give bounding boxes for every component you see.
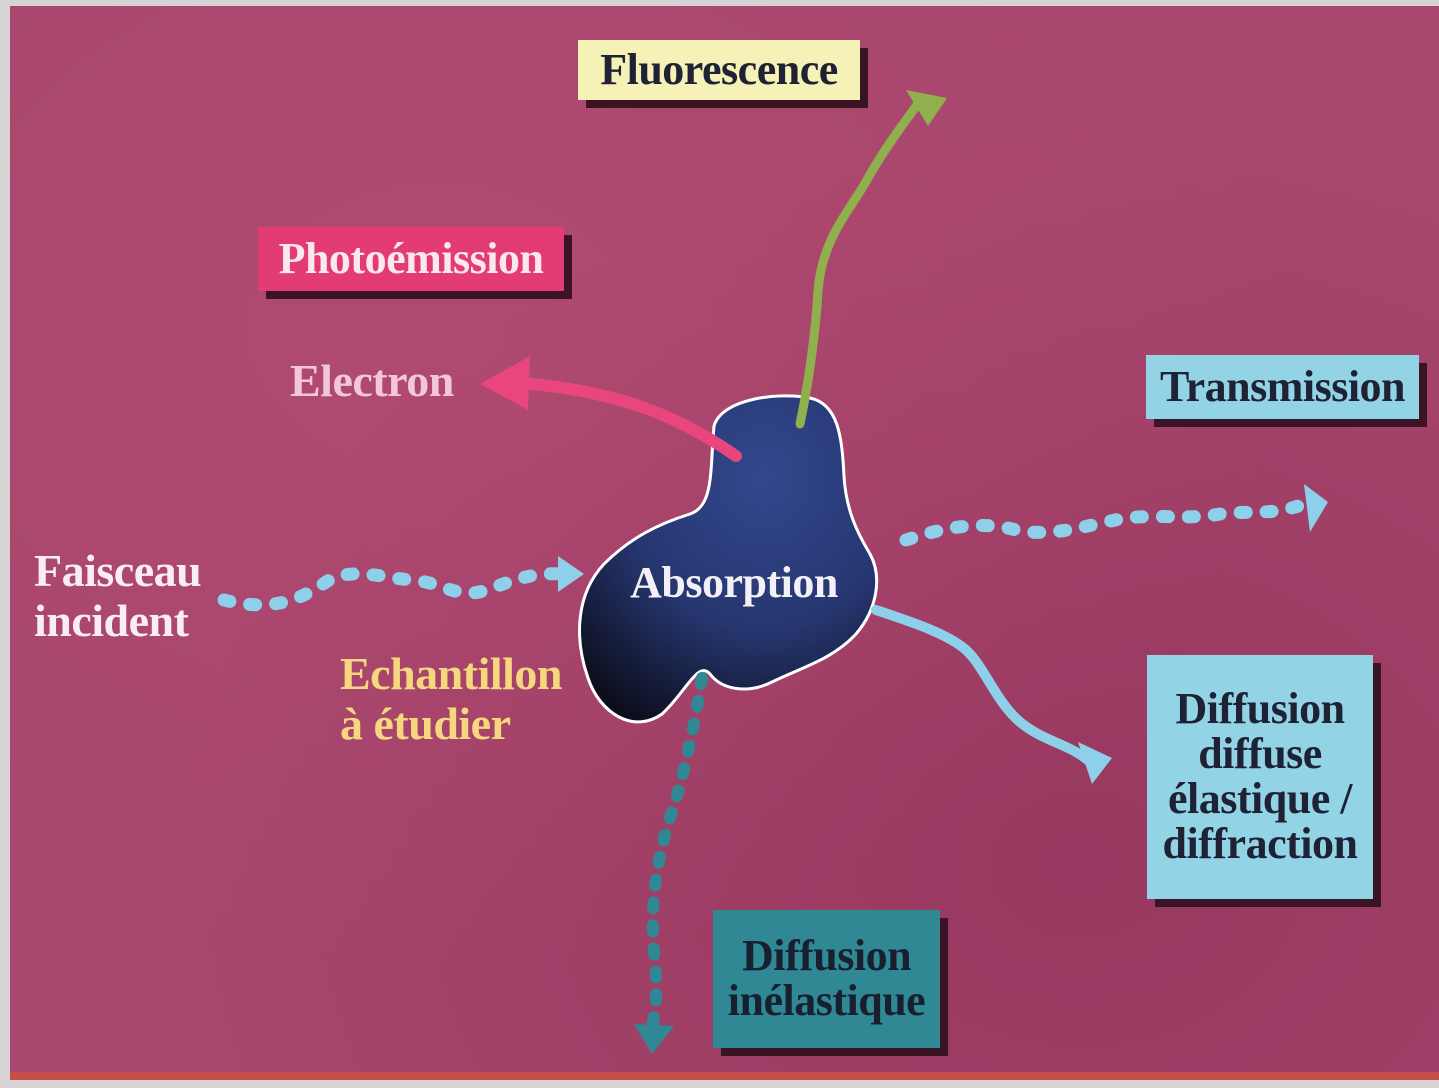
diffusion-elastique-line-1: Diffusion [1147, 687, 1373, 732]
transmission-label: Transmission [1160, 362, 1405, 411]
diagram-slide: Fluorescence Photoémission Transmission … [10, 6, 1439, 1080]
fluorescence-label: Fluorescence [600, 45, 838, 94]
transmission-arrow [906, 484, 1328, 540]
diffusion-elastique-line-4: diffraction [1147, 822, 1373, 867]
diffusion-elastique-line-3: élastique / [1147, 777, 1373, 822]
incident-beam-label: Faisceau incident [34, 546, 201, 645]
photoemission-box: Photoémission [258, 227, 564, 291]
electron-arrow [480, 356, 736, 456]
diffusion-inelastique-box: Diffusion inélastique [713, 910, 940, 1048]
diffusion-elastique-line-2: diffuse [1147, 732, 1373, 777]
incident-beam-line-1: Faisceau [34, 546, 201, 596]
diffusion-inelastique-line-1: Diffusion [713, 934, 940, 979]
bottom-border-strip [10, 1072, 1439, 1080]
absorption-label: Absorption [608, 559, 860, 607]
sample-label-line-1: Echantillon [340, 649, 562, 699]
diffusion-elastique-box: Diffusion diffuse élastique / diffractio… [1147, 655, 1373, 899]
incident-beam-line-2: incident [34, 596, 201, 646]
diffuse-elastic-arrow [876, 610, 1112, 784]
transmission-box: Transmission [1146, 355, 1419, 419]
incident-beam-arrow [224, 556, 584, 605]
fluorescence-box: Fluorescence [578, 40, 860, 100]
electron-label: Electron [290, 356, 454, 406]
sample-label-line-2: à étudier [340, 699, 562, 749]
sample-label: Echantillon à étudier [340, 649, 562, 748]
inelastic-arrow [634, 678, 702, 1054]
photoemission-label: Photoémission [279, 234, 544, 283]
diffusion-inelastique-line-2: inélastique [713, 979, 940, 1024]
fluorescence-arrow [800, 90, 947, 424]
